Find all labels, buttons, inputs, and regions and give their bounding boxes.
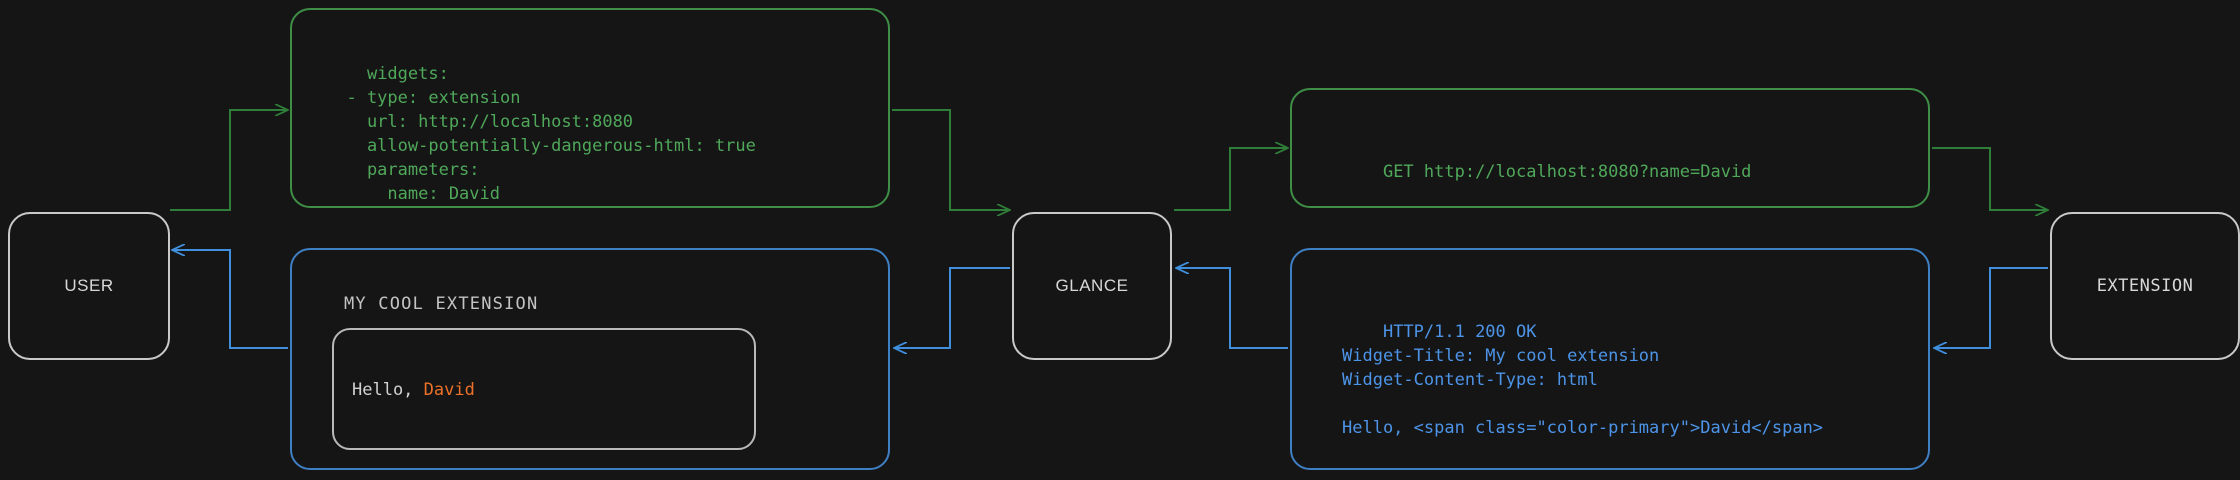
connector-response-to-glance xyxy=(1176,268,1288,349)
node-extension-label: EXTENSION xyxy=(2096,276,2194,296)
yaml-config-text: widgets: - type: extension url: http://l… xyxy=(346,64,756,204)
http-response-box: HTTP/1.1 200 OK Widget-Title: My cool ex… xyxy=(1290,248,1930,470)
widget-greeting-accent: David xyxy=(423,380,475,400)
widget-card: Hello, David xyxy=(332,328,756,450)
node-extension[interactable]: EXTENSION xyxy=(2050,212,2240,360)
connector-glance-to-widget xyxy=(894,267,1010,348)
node-user-label: USER xyxy=(64,276,114,295)
connector-widget-to-user xyxy=(172,250,288,349)
connector-extension-to-response xyxy=(1934,267,2048,348)
connector-yaml-to-glance xyxy=(892,109,1010,210)
node-glance-label: GLANCE xyxy=(1055,276,1129,295)
node-user[interactable]: USER xyxy=(8,212,170,360)
rendered-widget-box: MY COOL EXTENSION Hello, David xyxy=(290,248,890,470)
node-glance[interactable]: GLANCE xyxy=(1012,212,1172,360)
widget-card-text: Hello, David xyxy=(352,378,475,402)
widget-title: MY COOL EXTENSION xyxy=(344,294,539,314)
http-request-text: GET http://localhost:8080?name=David xyxy=(1382,162,1752,182)
widget-greeting-prefix: Hello, xyxy=(352,380,424,400)
http-response-text: HTTP/1.1 200 OK Widget-Title: My cool ex… xyxy=(1342,322,1824,438)
connector-user-to-yaml xyxy=(170,110,288,211)
yaml-config-box: widgets: - type: extension url: http://l… xyxy=(290,8,890,208)
http-request-box: GET http://localhost:8080?name=David xyxy=(1290,88,1930,208)
connector-request-to-extension xyxy=(1932,147,2048,210)
connector-glance-to-request xyxy=(1174,148,1288,211)
